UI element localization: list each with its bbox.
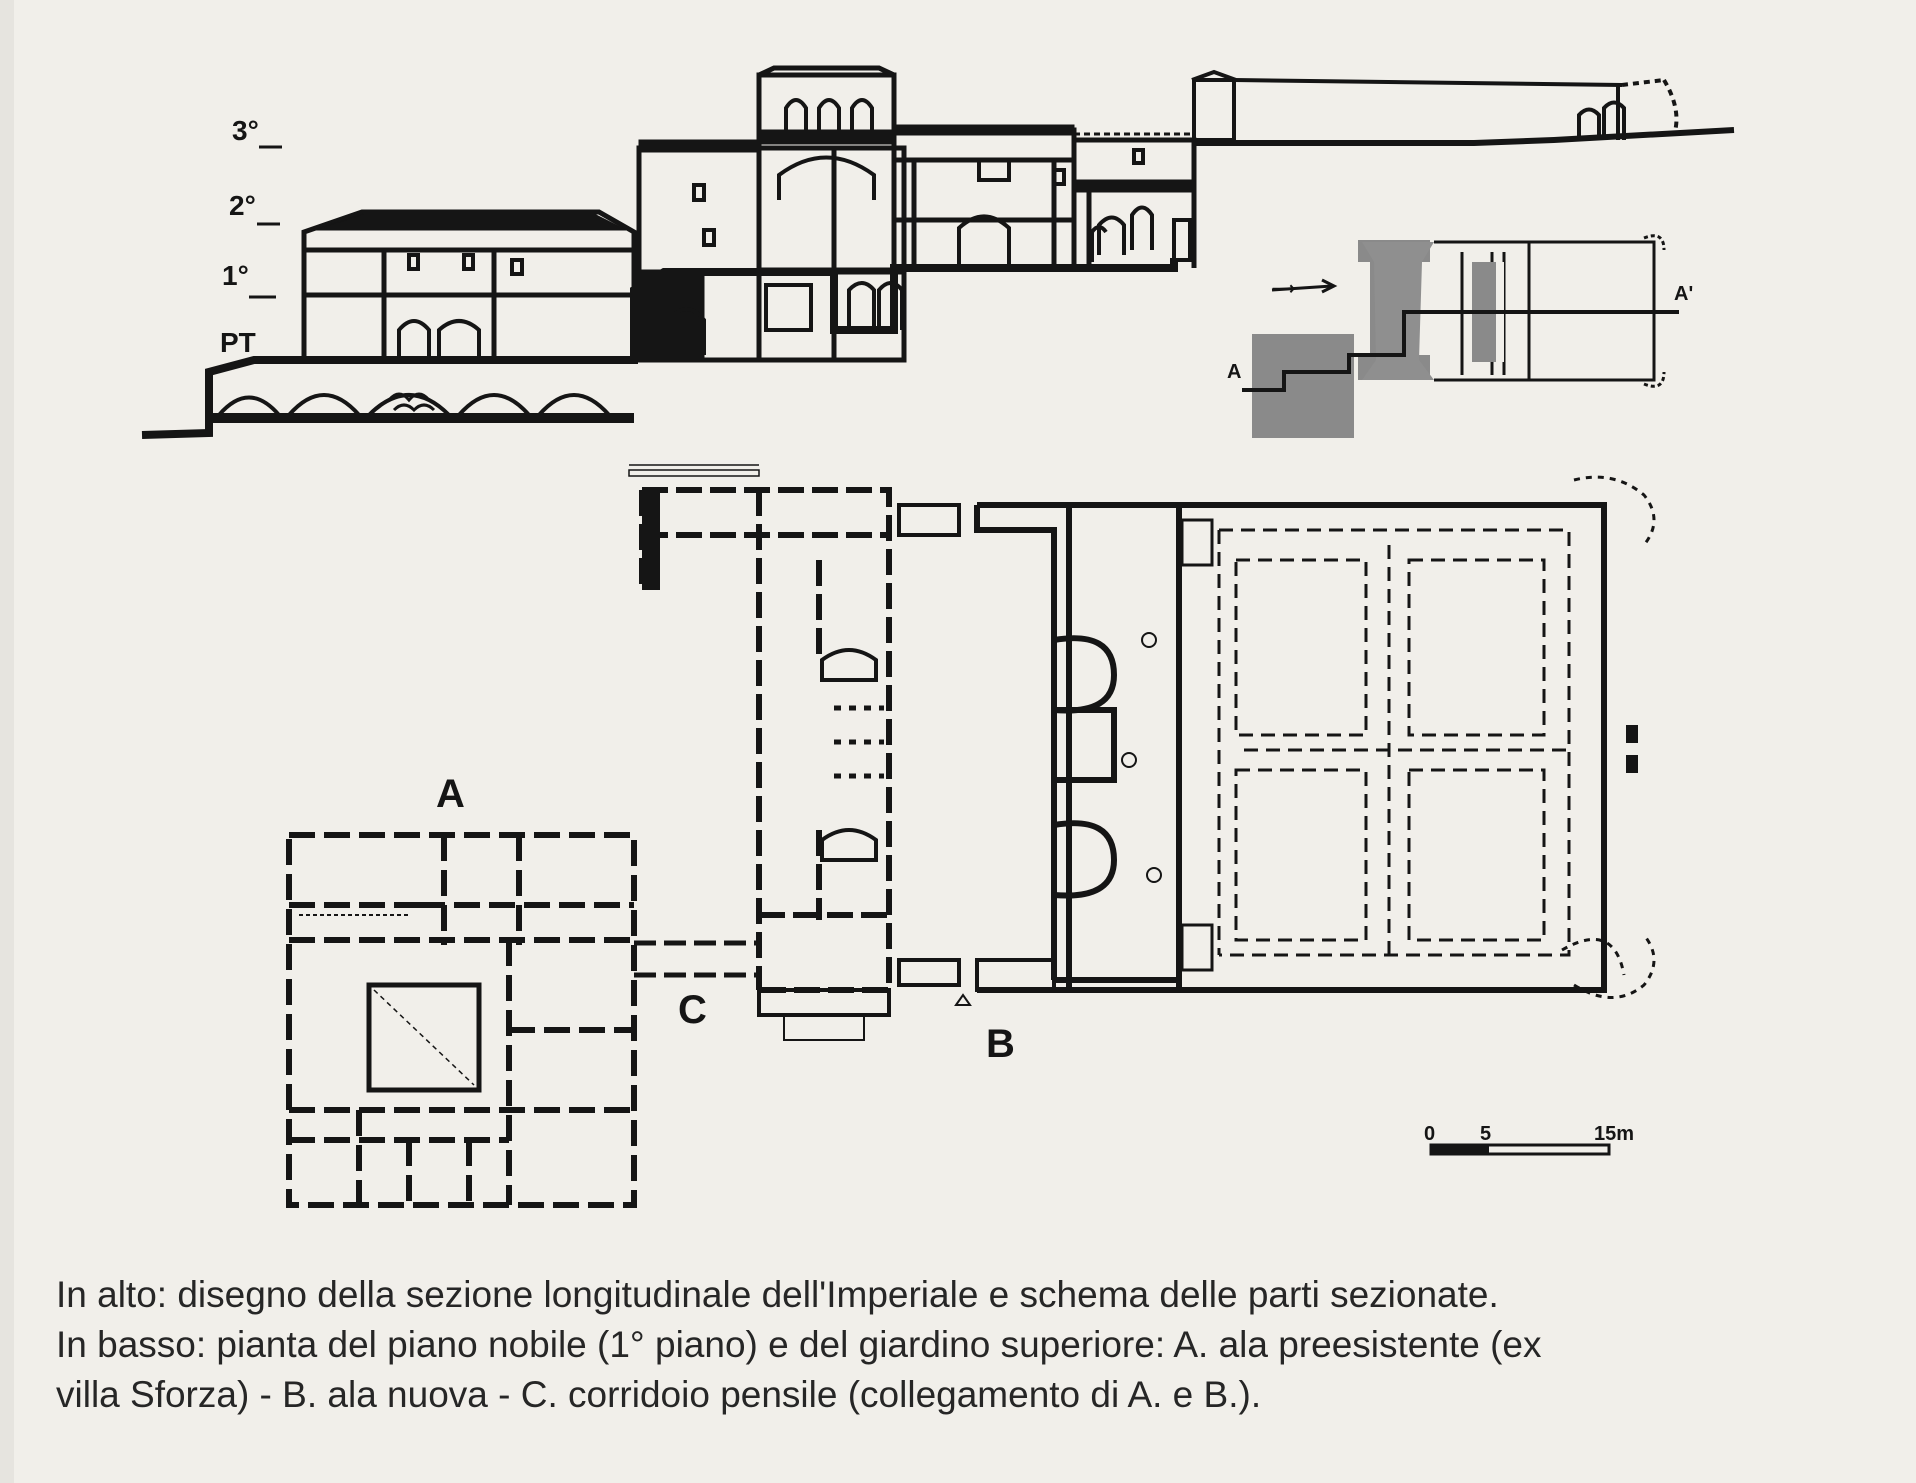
scale-tick-5: 5 (1480, 1123, 1491, 1145)
upper-garden-plan (1179, 475, 1656, 999)
key-marker-a: A (1227, 361, 1241, 383)
plan-label-b: B (986, 1022, 1015, 1066)
architectural-drawing: 3° 2° 1° PT (141, 65, 1735, 1208)
figure-caption: In alto: disegno della sezione longitudi… (56, 1270, 1876, 1420)
longitudinal-section: 3° 2° 1° PT (141, 65, 1735, 439)
plan-label-a: A (436, 772, 465, 816)
level-label-3: 3° (232, 115, 259, 146)
caption-line-1: In alto: disegno della sezione longitudi… (56, 1274, 1499, 1315)
level-label-1: 1° (222, 260, 249, 291)
scale-tick-15: 15m (1594, 1123, 1634, 1145)
key-marker-a-prime: A' (1674, 283, 1693, 305)
caption-line-3: villa Sforza) - B. ala nuova - C. corrid… (56, 1374, 1262, 1415)
wing-a-plan (286, 832, 637, 1208)
level-label-2: 2° (229, 190, 256, 221)
plan-label-c: C (678, 988, 707, 1032)
caption-line-2: In basso: pianta del piano nobile (1° pi… (56, 1324, 1542, 1365)
level-label-ground: PT (220, 327, 256, 358)
book-page: 3° 2° 1° PT (14, 0, 1916, 1483)
key-plan: ⟶ A A' (1227, 234, 1693, 438)
scale-bar: 0 5 15m (1424, 1123, 1634, 1156)
floor-plan: A C (286, 464, 1656, 1208)
scale-tick-0: 0 (1424, 1123, 1435, 1145)
